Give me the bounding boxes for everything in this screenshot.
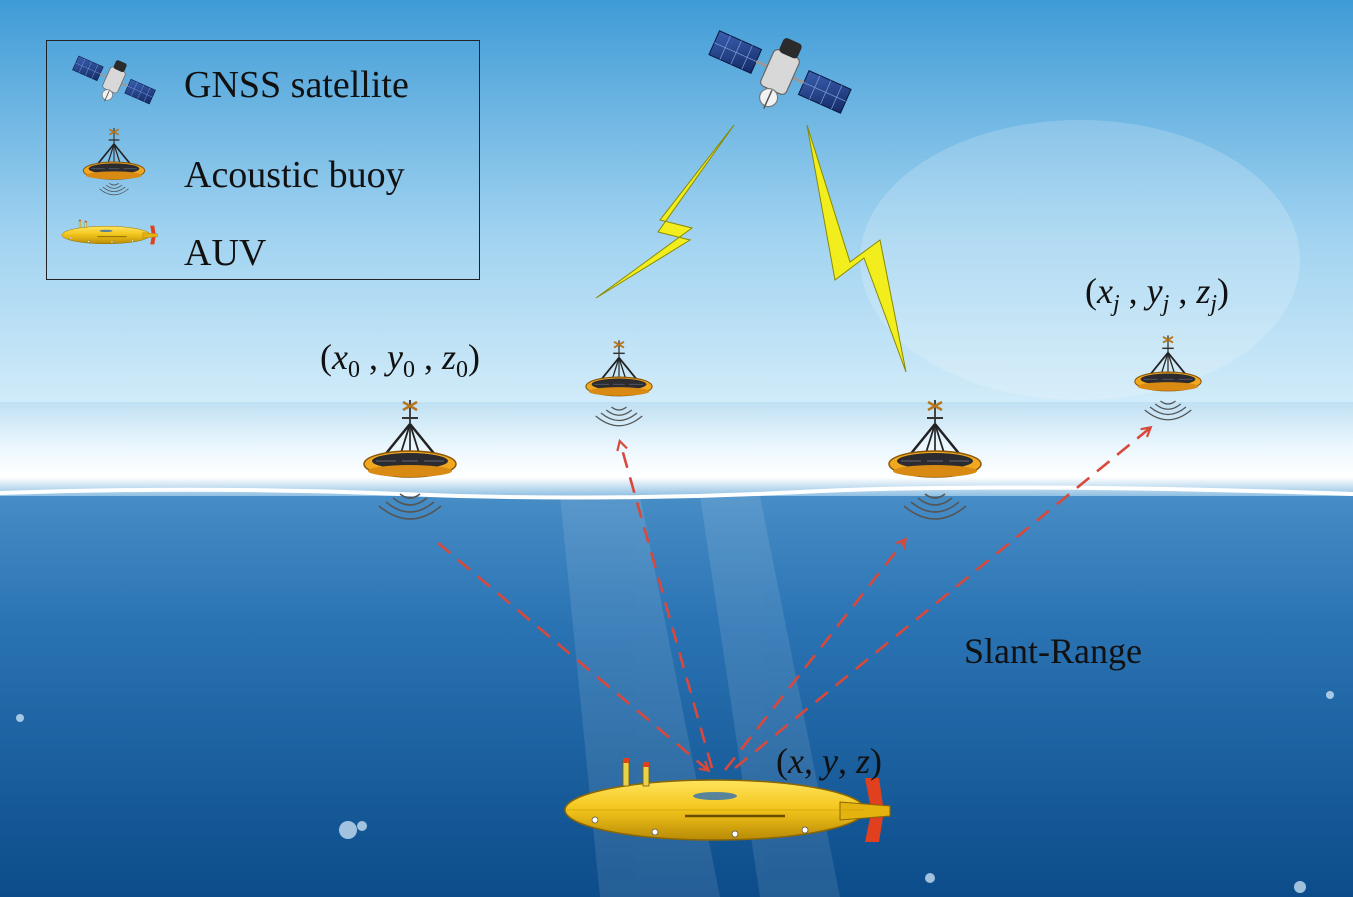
legend-item-satellite: GNSS satellite [47,45,479,115]
auv-icon [61,219,158,245]
bubbles [16,691,1334,893]
legend-item-auv: AUV [47,219,479,279]
slant-range-lines [437,428,1150,771]
signal-bolt-left [595,124,735,299]
slant-range-label: Slant-Range [964,631,1142,671]
auv-coordinate-label: (x, y, z) [776,741,882,781]
sea-surface [0,402,1353,496]
range-line-buoyj [734,428,1150,770]
legend-label-auv: AUV [184,232,267,274]
range-line-buoy1 [620,442,714,769]
legend-label-buoy: Acoustic buoy [184,154,405,196]
surface-edge [0,485,1353,500]
range-line-buoy0 [437,542,708,770]
signal-bolt-right [806,124,907,373]
legend-item-buoy: Acoustic buoy [47,127,479,199]
buoy-icon [82,127,146,196]
satellite-icon [65,45,162,115]
legend-label-satellite: GNSS satellite [184,64,409,106]
legend: GNSS satellite Acoustic buoy AUV [46,40,480,280]
sky [0,0,1353,420]
sky-glow [860,120,1300,400]
buoyj-coordinate-label: (xj , yj , zj) [1085,271,1229,317]
range-line-buoy2 [723,540,905,771]
buoy0-coordinate-label: (x0 , y0 , z0) [320,337,480,383]
